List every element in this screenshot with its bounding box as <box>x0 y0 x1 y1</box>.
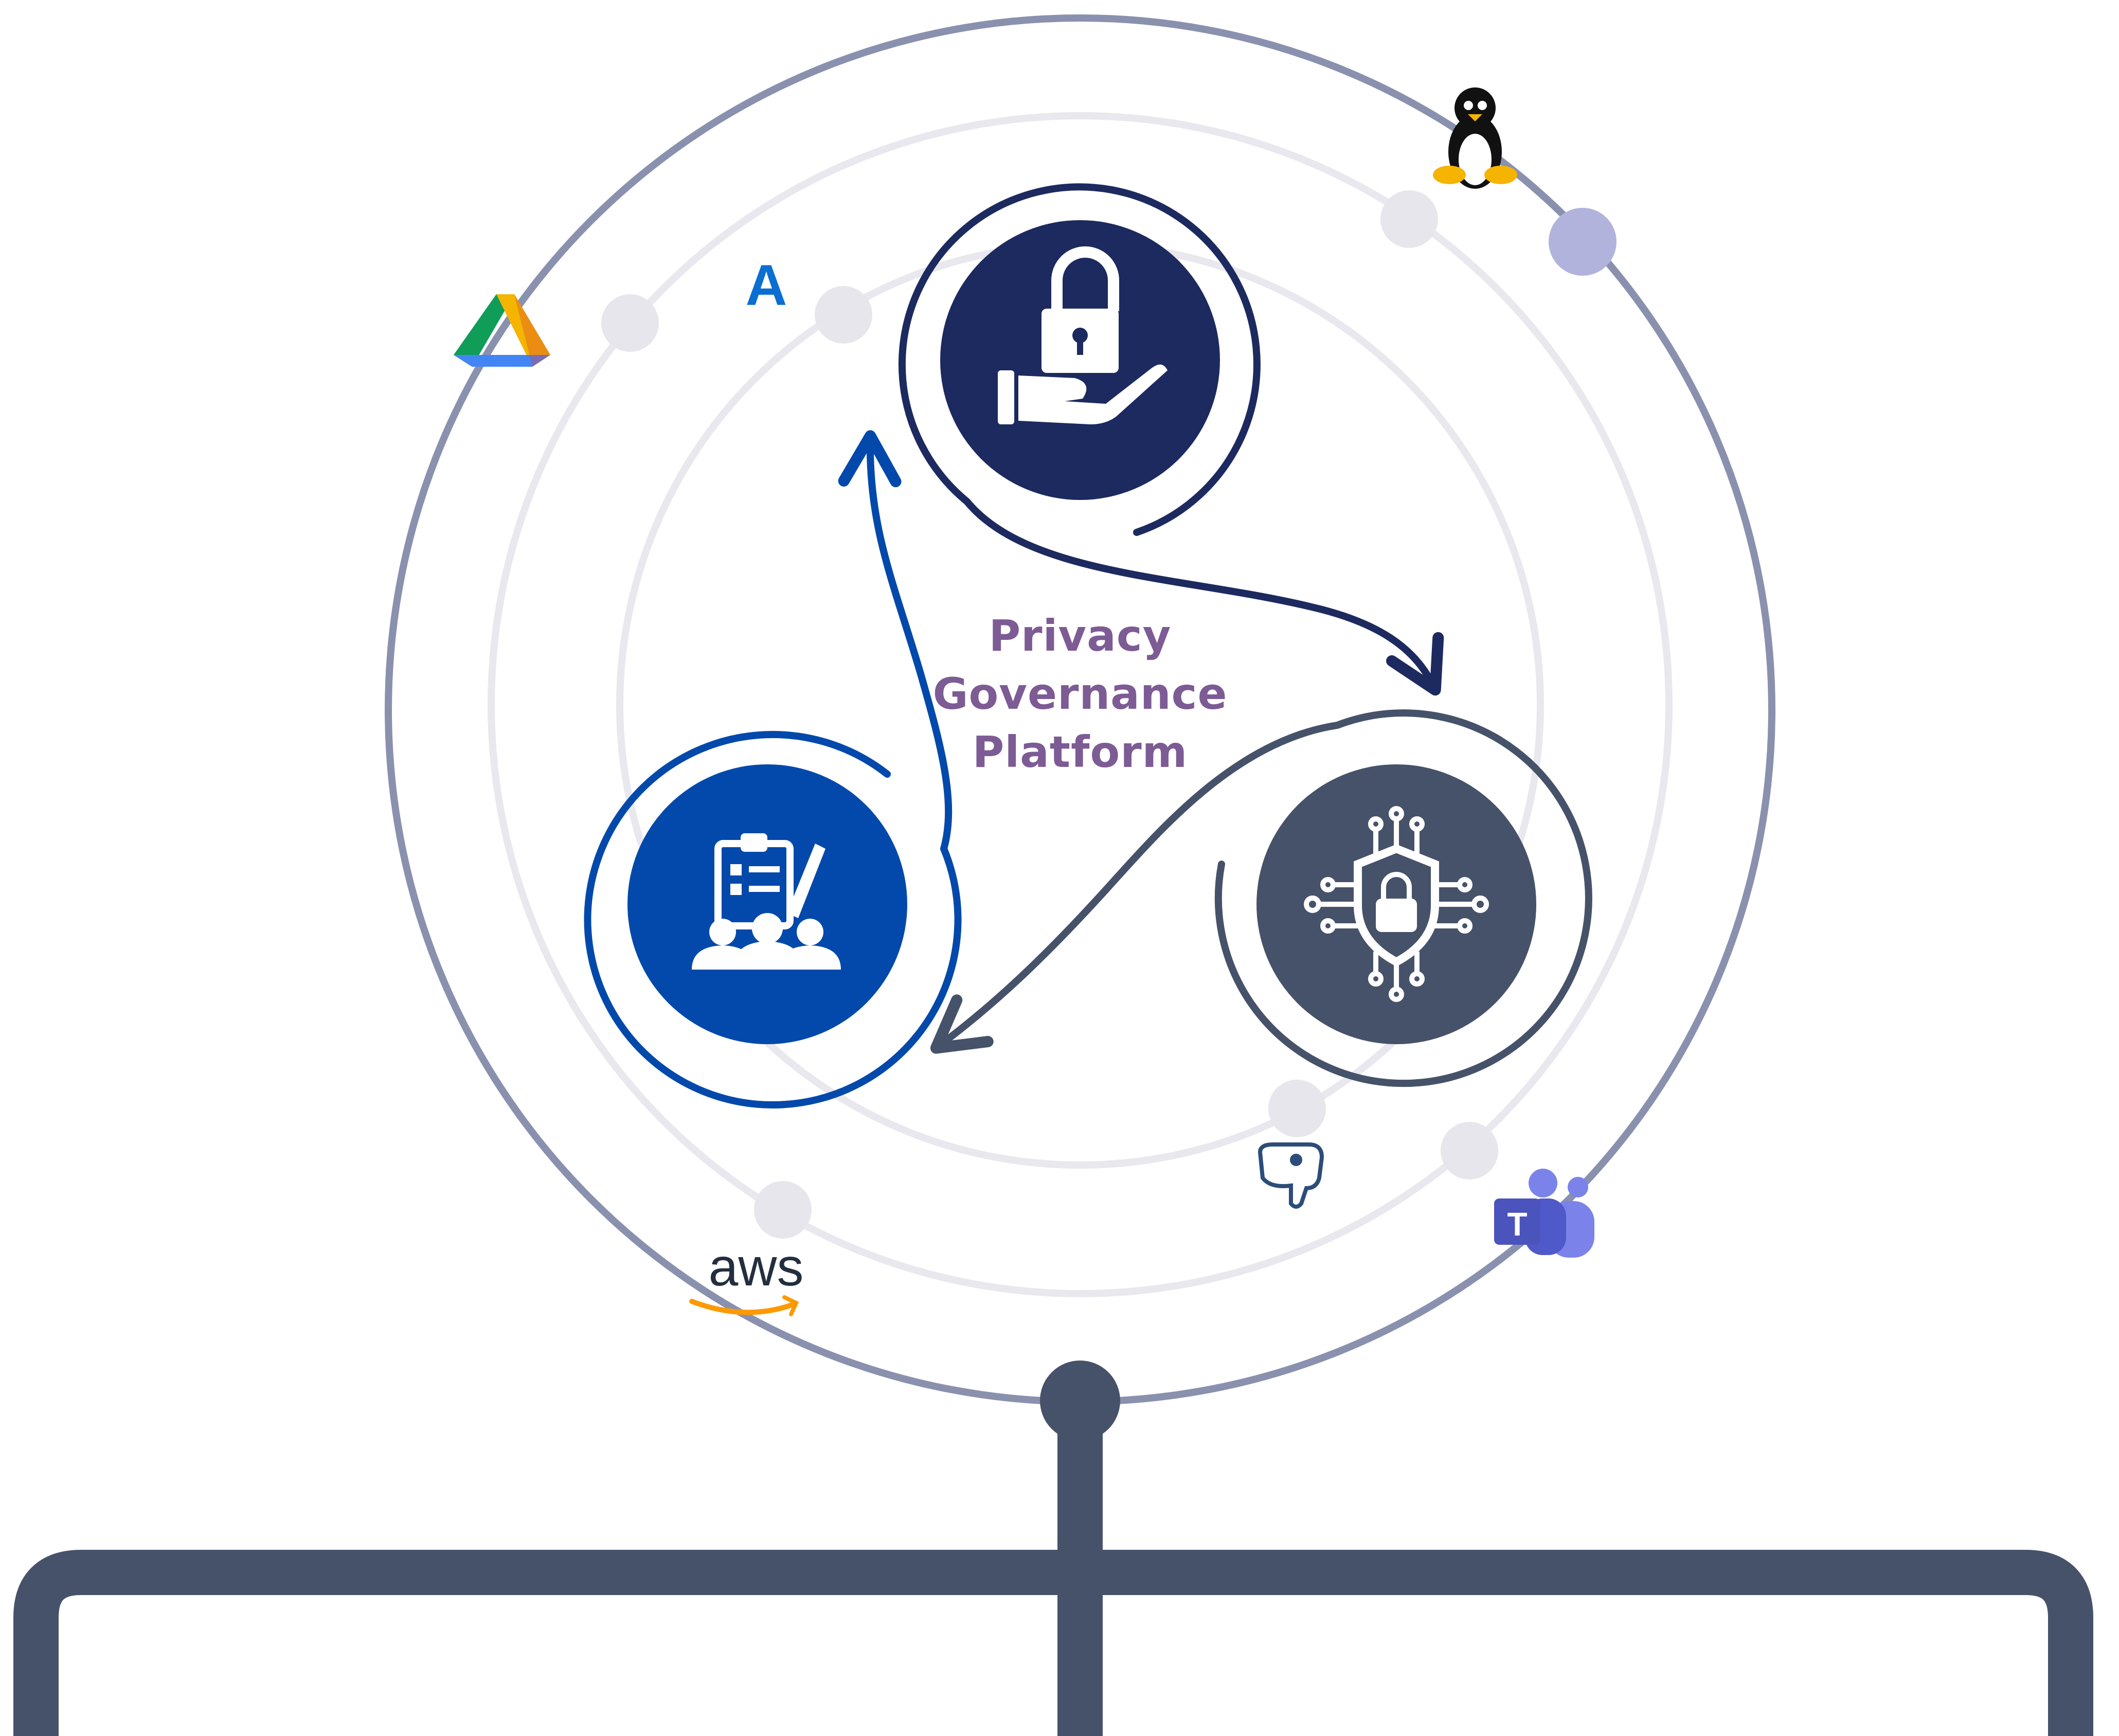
orbit-node <box>1441 1122 1498 1179</box>
aws-smile-icon <box>689 1299 797 1315</box>
orbit-node-accent <box>1549 208 1617 276</box>
shield-lock-circuit-icon <box>1304 806 1489 1002</box>
right-circle-outline <box>1214 709 1592 1087</box>
postgresql-icon <box>1258 1142 1324 1209</box>
compliance-team-node <box>584 731 962 1109</box>
azure-icon: A <box>745 253 787 317</box>
orbit-node <box>754 1181 812 1239</box>
flow-arrow-right-to-left <box>930 722 1341 1054</box>
orbit-node <box>601 294 659 352</box>
orbit-node <box>1268 1080 1326 1137</box>
aws-icon: aws <box>708 1238 804 1297</box>
connector-tree <box>13 1361 2093 1736</box>
linux-tux-icon <box>1433 87 1517 189</box>
privacy-protection-node <box>898 183 1261 536</box>
title-line-1: Privacy <box>989 611 1172 661</box>
connector-branch <box>13 1550 2093 1736</box>
aws-arrow-icon <box>782 1295 799 1316</box>
team-checklist-icon <box>692 833 841 970</box>
data-security-node <box>1214 709 1592 1087</box>
top-circle-outline <box>898 183 1261 536</box>
flow-arrow-top-to-right <box>963 498 1444 696</box>
orbit-node <box>1380 190 1438 248</box>
title-line-2: Governance <box>932 669 1228 719</box>
ms-teams-icon: T <box>1494 1169 1594 1258</box>
teams-letter: T <box>1507 1206 1527 1243</box>
flow-arrow-left-to-top <box>838 430 953 852</box>
platform-title: Privacy Governance Platform <box>854 607 1306 781</box>
middle-ring <box>488 112 1673 1297</box>
left-circle <box>627 764 907 1044</box>
title-line-3: Platform <box>972 727 1188 777</box>
google-drive-icon <box>454 294 550 367</box>
orbit-node <box>815 286 872 344</box>
lock-in-hand-icon <box>998 246 1168 424</box>
